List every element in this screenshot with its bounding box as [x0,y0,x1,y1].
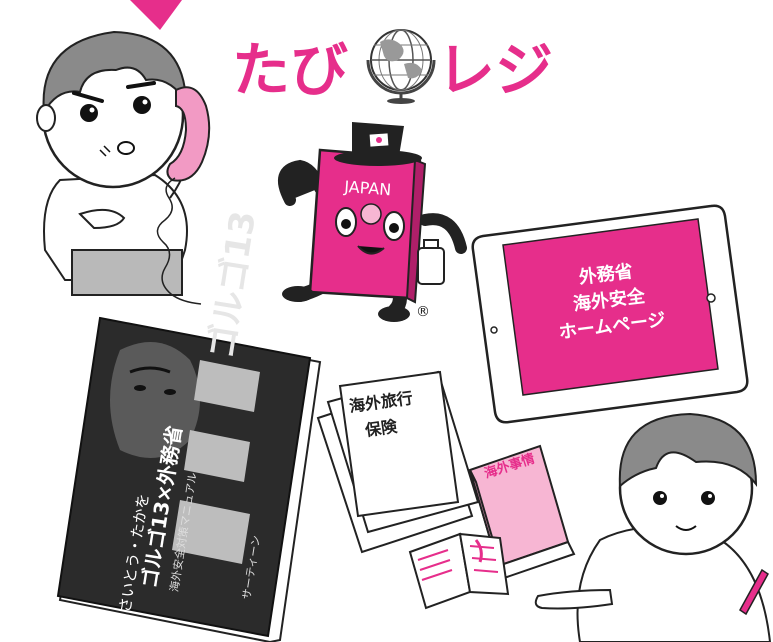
passport-mascot: JAPAN ® [277,122,467,322]
logo-text-right: レジ [437,36,553,104]
registered-mark: ® [416,304,430,320]
logo-text-left: たび [232,36,348,104]
insurance-documents: 海外旅行 保険 [316,370,480,554]
golgo13-book: ゴルゴ13×外務省 海外安全対策マニュアル さいとう・たかを ゴルゴ13 サーテ… [56,208,322,642]
tabireji-logo: たび レジ [232,29,553,104]
speech-pointer [130,0,182,30]
woman-guide [534,412,772,642]
globe-icon [366,29,436,104]
guidebook-stack: 海外事情 [408,444,576,610]
insurance-line-2: 保険 [363,417,399,441]
tablet-device: 外務省 海外安全 ホームページ [471,204,749,424]
man-on-phone [36,30,211,305]
passport-label: JAPAN [343,177,392,199]
manga-title: ゴルゴ13 [201,208,264,361]
